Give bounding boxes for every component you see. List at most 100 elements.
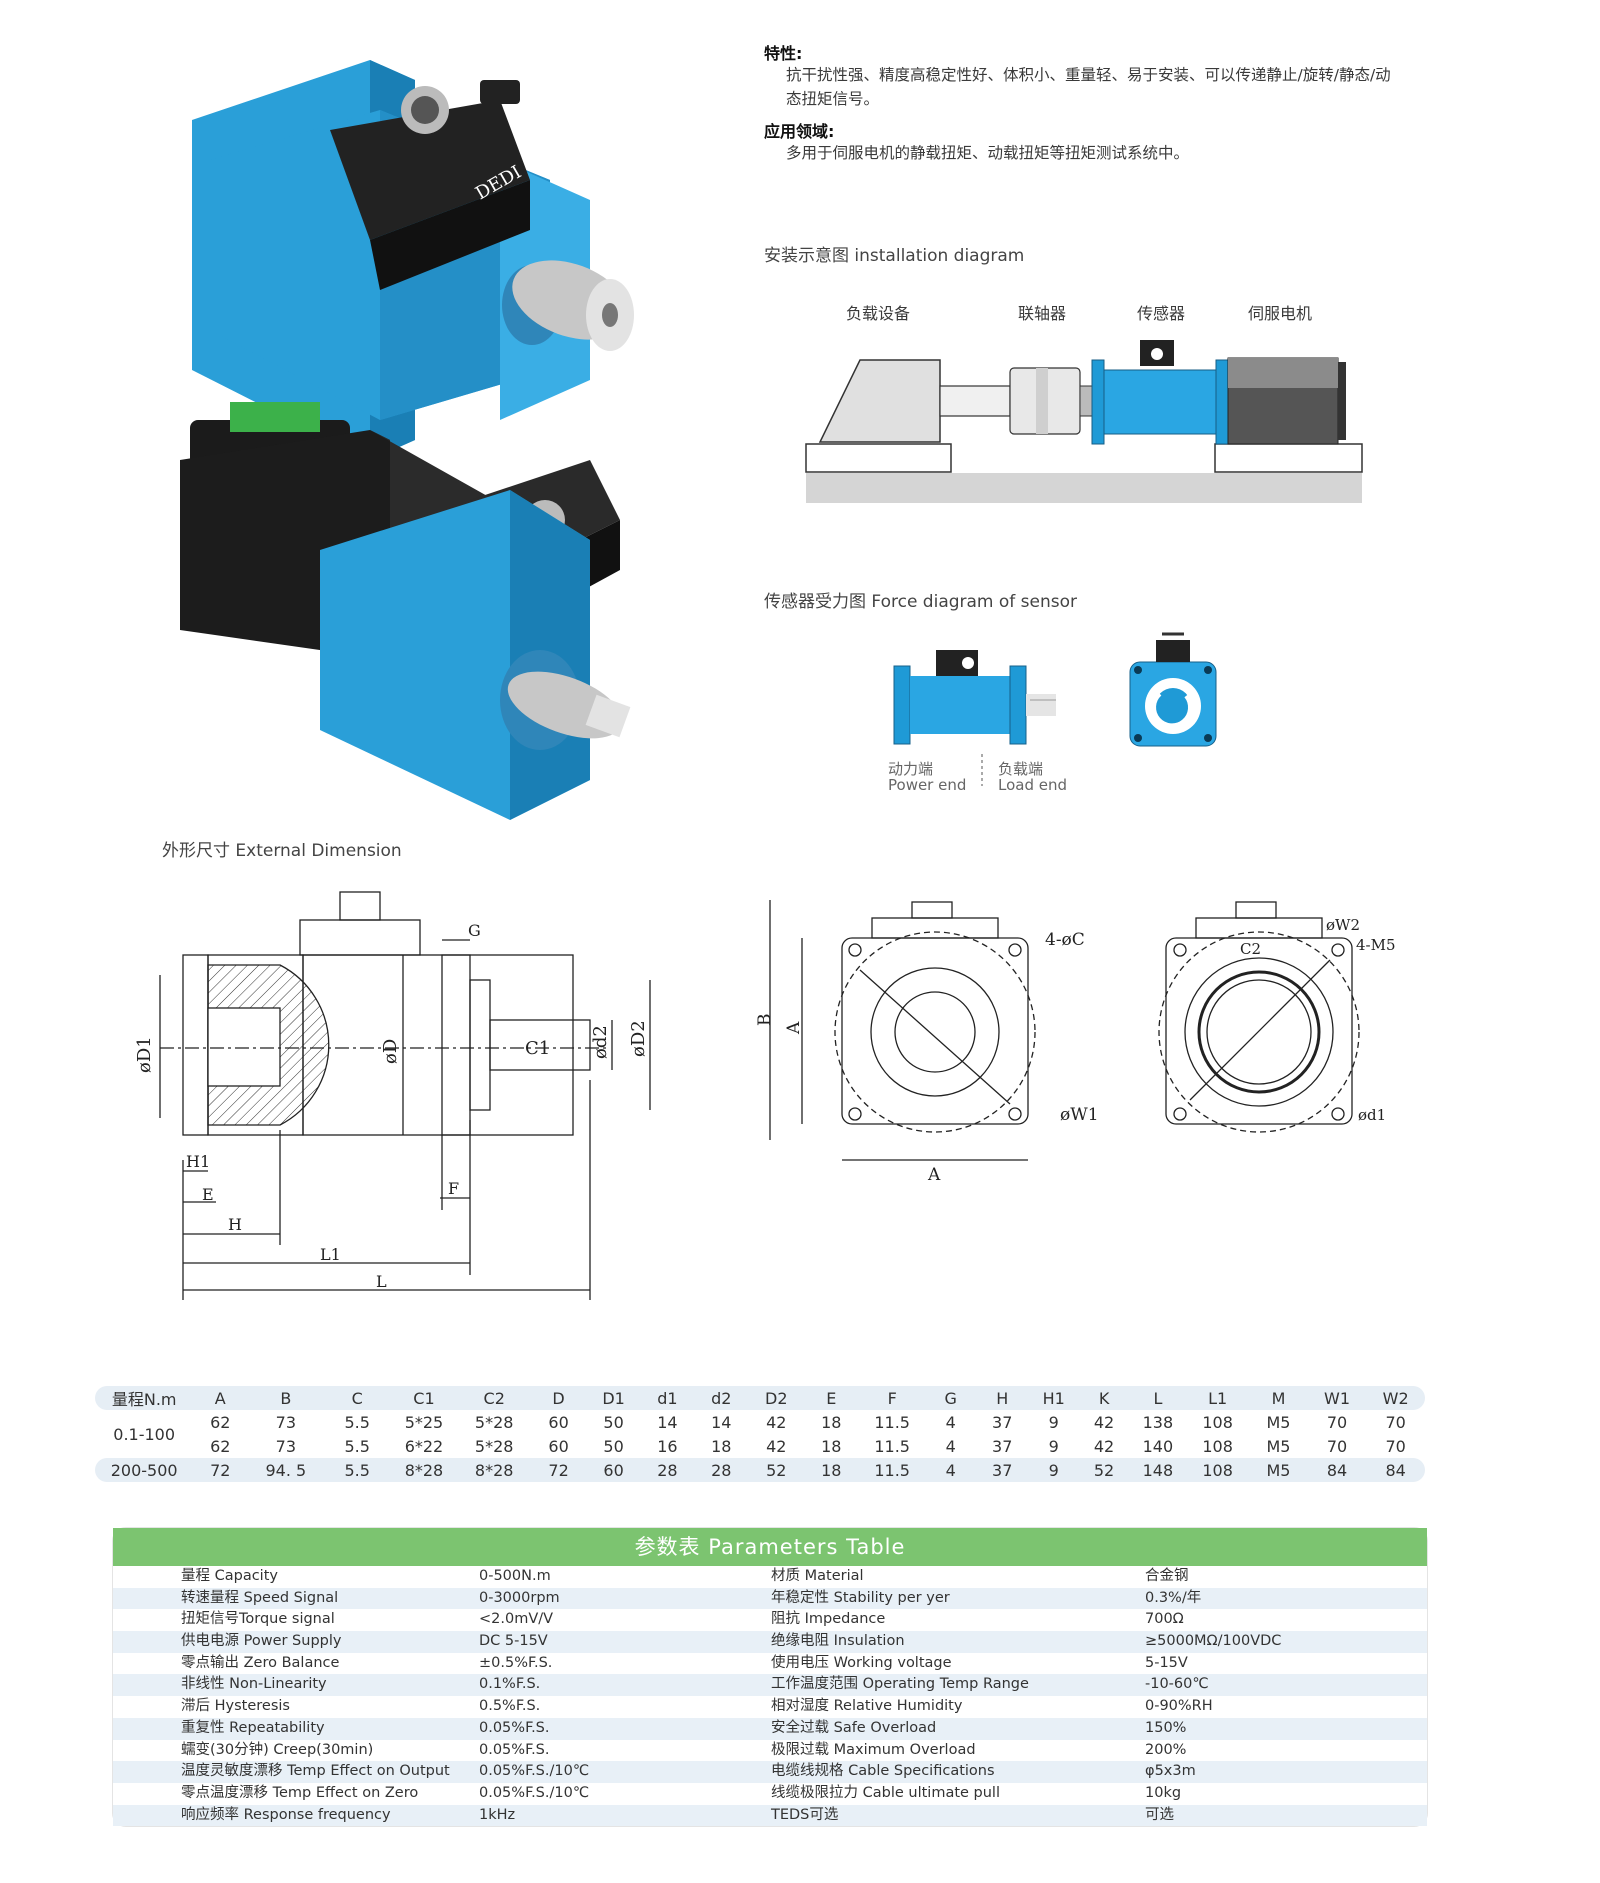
dim-cell: 4 [926,1458,976,1482]
param-value: <2.0mV/V [479,1611,554,1628]
dim-header-cell: W1 [1307,1386,1367,1410]
dim-cell: 18 [711,1436,732,1456]
force-diagram [893,632,1217,786]
install-label-coupling: 联轴器 [1018,304,1067,323]
dim-cell: 28 [694,1458,749,1482]
dim-header-cell: A [193,1386,248,1410]
dim-cell: 70 [1326,1412,1348,1432]
label-phiW1: øW1 [1060,1105,1099,1125]
param-name: 重复性 Repeatability [181,1719,325,1736]
dim-header-cell: L1 [1186,1386,1250,1410]
dim-header-cell: M [1249,1386,1308,1410]
dim-cell: 28 [640,1458,695,1482]
dim-cell: 72 [530,1458,587,1482]
param-name: 供电电源 Power Supply [181,1633,342,1650]
param-name: 温度灵敏度漂移 Temp Effect on Output [181,1763,450,1780]
label-4-M5: 4-M5 [1356,936,1396,954]
dim-cell: 108 [1202,1436,1233,1456]
param-name: TEDS可选 [771,1806,839,1823]
label-G: G [468,921,481,940]
dim-cell: 84 [1366,1458,1425,1482]
dim-cell: 70 [1385,1412,1406,1432]
dim-header-cell: C2 [457,1386,531,1410]
label-phiD: øD [380,1039,401,1064]
dim-cell: 42 [1093,1436,1115,1456]
param-value: 0.05%F.S. [479,1741,550,1758]
dim-cell: 140 [1142,1436,1174,1456]
param-row: 零点输出 Zero Balance±0.5%F.S.使用电压 Working v… [113,1653,1427,1675]
param-value: 合金钢 [1145,1568,1189,1584]
dim-header-cell: d1 [640,1386,695,1410]
dim-cell: 73 [275,1436,296,1456]
param-name: 相对湿度 Relative Humidity [771,1698,963,1715]
install-label-servo-motor: 伺服电机 [1248,304,1313,323]
label-phiW2: øW2 [1326,916,1360,934]
label-A-vertical: A [784,1021,804,1035]
dim-header-cell: C [324,1386,391,1410]
installation-heading: 安装示意图 installation diagram [764,246,1025,266]
param-name: 年稳定性 Stability per yer [771,1589,950,1606]
front-view-drawing: B A A 4-øC øW1 [755,900,1099,1185]
param-value: 150% [1145,1719,1187,1736]
label-E: E [202,1185,214,1204]
dim-cell: 11.5 [874,1412,910,1432]
label-C2: C2 [1240,940,1261,958]
dim-cell: 8*28 [457,1458,531,1482]
install-label-load-device: 负载设备 [846,304,911,323]
dim-cell: 11.5 [874,1436,910,1456]
dim-cell: 60 [548,1412,569,1432]
dim-cell: 60 [548,1436,569,1456]
dim-cell: 37 [975,1458,1030,1482]
label-F: F [448,1179,459,1198]
param-name: 材质 Material [771,1568,864,1584]
dim-cell: 11.5 [858,1458,927,1482]
dim-header-cell: D1 [586,1386,641,1410]
installation-diagram [805,340,1363,503]
dim-cell: 14 [657,1412,678,1432]
dim-header-cell: W2 [1366,1386,1425,1410]
dim-cell: 70 [1385,1436,1406,1456]
dim-header-cell: D [530,1386,587,1410]
product-photos: DEDI [180,60,634,820]
dim-cell: 42 [1093,1412,1115,1432]
dim-header-cell: G [926,1386,976,1410]
dim-cell: 5.5 [324,1458,391,1482]
label-L: L [376,1272,387,1291]
dim-header-cell: H [975,1386,1030,1410]
dim-cell: 5.5 [344,1436,370,1456]
dim-cell: 108 [1202,1412,1233,1432]
power-end-cn: 动力端 [888,760,934,778]
param-row: 转速量程 Speed Signal 0-3000rpm 年稳定性 Stability… [113,1587,1427,1610]
parameters-title: 参数表 Parameters Table [113,1528,1427,1566]
dim-cell: 4 [945,1412,956,1432]
param-value: 1kHz [479,1806,516,1823]
dim-header-cell: E [804,1386,859,1410]
param-name: 极限过载 Maximum Overload [771,1741,976,1758]
label-phiD1: øD1 [134,1036,155,1073]
param-value: 0.05%F.S./10℃ [479,1784,590,1801]
dim-cell: M5 [1266,1412,1291,1432]
dim-cell: 9 [1048,1436,1059,1456]
label-H1: H1 [186,1152,210,1171]
label-phid2: ød2 [590,1025,611,1059]
param-value: φ5x3m [1145,1763,1196,1780]
label-4-phiC: 4-øC [1045,930,1085,950]
param-value: 0.05%F.S. [479,1719,550,1736]
dim-cell: M5 [1266,1436,1291,1456]
param-value: 可选 [1145,1806,1174,1823]
dim-header-cell: L [1129,1386,1186,1410]
label-L1: L1 [320,1245,341,1264]
param-value: 0-3000rpm [479,1589,560,1606]
param-name: 工作温度范围 Operating Temp Range [771,1676,1029,1693]
param-name: 转速量程 Speed Signal [181,1589,339,1606]
dim-cell: 9 [1048,1412,1059,1432]
param-value: -10-60℃ [1145,1676,1209,1693]
